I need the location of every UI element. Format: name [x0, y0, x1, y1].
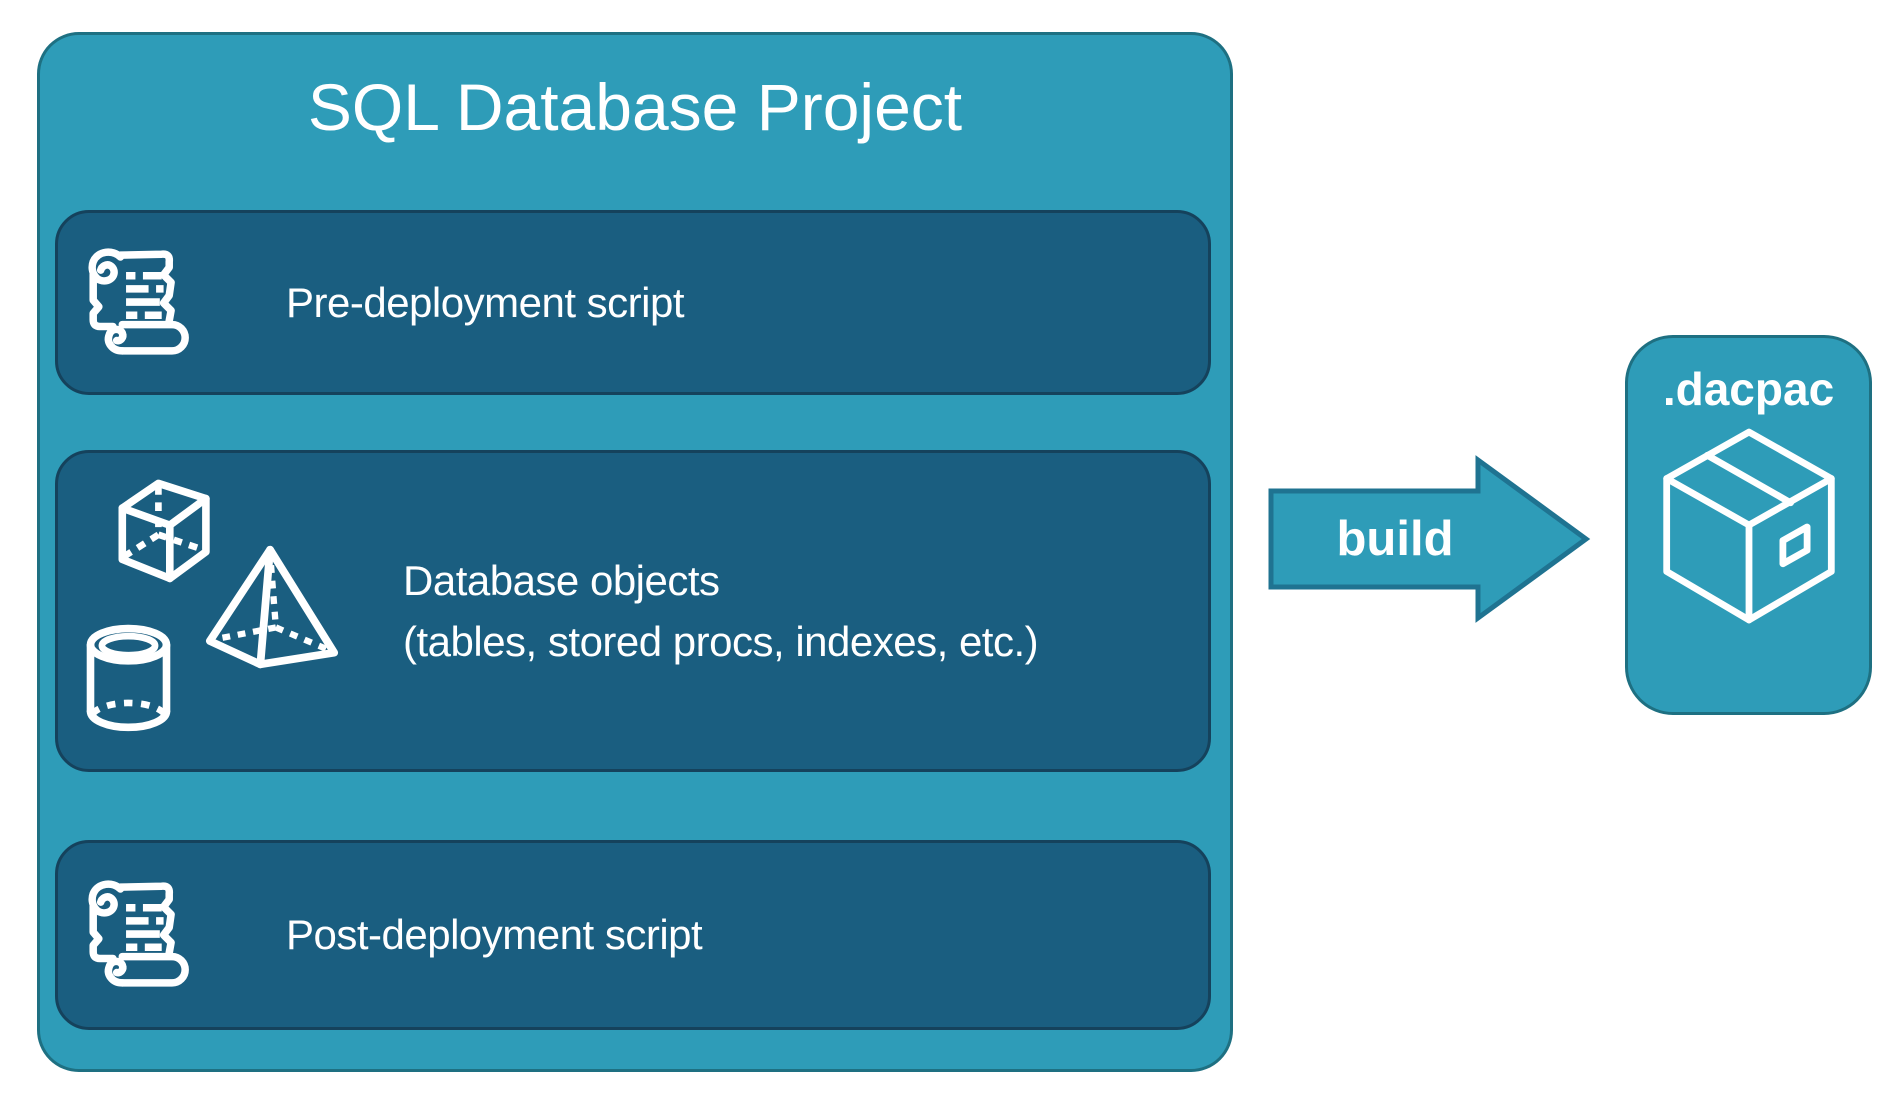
pyramid-icon — [205, 545, 339, 669]
cylinder-icon — [86, 624, 171, 732]
pre-deployment-label: Pre-deployment script — [286, 278, 685, 326]
database-objects-label: Database objects (tables, stored procs, … — [403, 550, 1039, 672]
build-label: build — [1336, 512, 1454, 566]
scroll-icon — [88, 880, 189, 987]
database-objects-box: Database objects (tables, stored procs, … — [55, 450, 1211, 772]
package-icon — [1662, 428, 1835, 624]
dacpac-label: .dacpac — [1662, 363, 1835, 415]
dacpac-output-box: .dacpac — [1625, 335, 1872, 715]
pre-deployment-box: Pre-deployment script — [55, 210, 1211, 395]
post-deployment-label: Post-deployment script — [286, 911, 703, 958]
database-objects-line2: (tables, stored procs, indexes, etc.) — [403, 618, 1039, 665]
cube-icon — [118, 479, 210, 583]
sql-database-project-container: SQL Database Project Pre-deployment scri… — [37, 32, 1233, 1072]
build-arrow: build — [1268, 455, 1592, 623]
arrow-right-shape — [1268, 455, 1591, 623]
database-objects-line1: Database objects — [403, 557, 720, 604]
project-title: SQL Database Project — [307, 70, 963, 144]
post-deployment-box: Post-deployment script — [55, 840, 1211, 1030]
scroll-icon — [88, 247, 189, 355]
